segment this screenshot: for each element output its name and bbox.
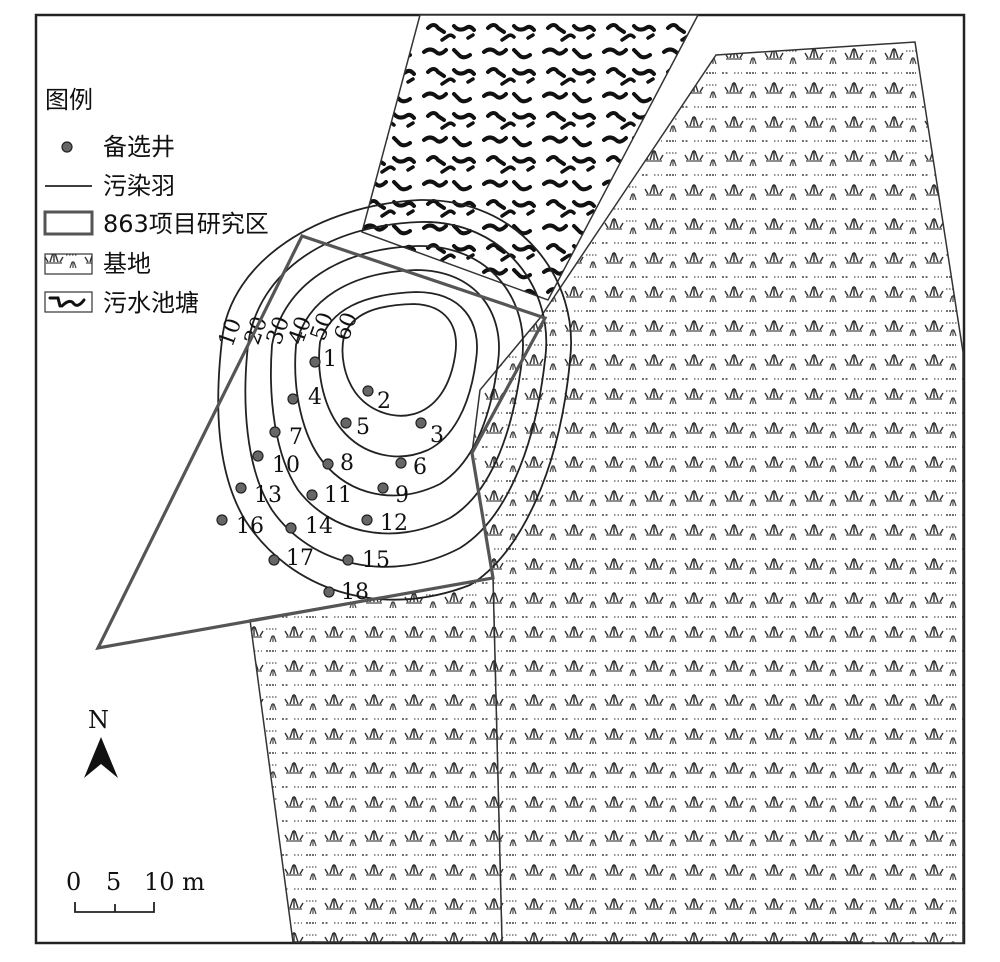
legend-label-well: 备选井 bbox=[103, 133, 175, 161]
well-13[interactable]: 13 bbox=[235, 482, 282, 508]
pond-area bbox=[361, 14, 700, 301]
contour-50 bbox=[318, 291, 478, 458]
well-12[interactable]: 12 bbox=[361, 511, 408, 536]
well-6[interactable]: 6 bbox=[395, 455, 427, 480]
well-9[interactable]: 9 bbox=[377, 482, 409, 508]
svg-text:6: 6 bbox=[413, 455, 427, 480]
contour-10 bbox=[217, 199, 572, 601]
svg-text:11: 11 bbox=[324, 483, 352, 508]
svg-text:4: 4 bbox=[308, 385, 322, 410]
north-label: N bbox=[88, 706, 109, 734]
well-3[interactable]: 3 bbox=[415, 417, 444, 448]
well-layer: 1 2 3 4 5 6 7 8 9 10 11 12 13 14 15 16 1… bbox=[216, 347, 444, 605]
svg-text:8: 8 bbox=[340, 451, 354, 476]
study-area-boundary bbox=[95, 234, 548, 651]
north-arrow-icon bbox=[84, 737, 118, 778]
scale-tick-5: 5 bbox=[106, 868, 121, 896]
svg-text:2: 2 bbox=[377, 389, 391, 414]
svg-text:17: 17 bbox=[286, 546, 314, 571]
svg-text:18: 18 bbox=[341, 580, 369, 605]
svg-text:9: 9 bbox=[395, 483, 409, 508]
plume-contours bbox=[217, 199, 572, 601]
well-18[interactable]: 18 bbox=[323, 580, 369, 605]
svg-text:12: 12 bbox=[380, 511, 408, 536]
legend-label-study-area: 863项目研究区 bbox=[103, 210, 269, 238]
north-arrow: N bbox=[84, 706, 118, 778]
well-2[interactable]: 2 bbox=[362, 385, 391, 414]
well-16[interactable]: 16 bbox=[216, 514, 264, 539]
well-11[interactable]: 11 bbox=[306, 483, 352, 508]
legend: 图例 备选井 污染羽 863项目研究区 基地 污水池塘 bbox=[43, 86, 269, 317]
legend-label-plume: 污染羽 bbox=[103, 172, 175, 200]
legend-label-pond: 污水池塘 bbox=[103, 289, 199, 317]
contour-30 bbox=[270, 245, 524, 535]
base-pattern-icon bbox=[44, 253, 93, 275]
scale-bar-line bbox=[74, 902, 155, 913]
legend-title: 图例 bbox=[45, 86, 93, 114]
base-area-east bbox=[471, 41, 964, 944]
well-1[interactable]: 1 bbox=[309, 347, 337, 372]
contour-60 bbox=[341, 303, 457, 417]
well-dot-icon bbox=[61, 141, 73, 153]
well-10[interactable]: 10 bbox=[252, 450, 300, 478]
well-7[interactable]: 7 bbox=[269, 425, 303, 450]
well-4[interactable]: 4 bbox=[287, 385, 322, 410]
scale-bar: 0 5 10 m bbox=[66, 868, 205, 913]
pond-pattern-icon bbox=[44, 291, 93, 313]
well-14[interactable]: 14 bbox=[285, 514, 333, 539]
svg-text:15: 15 bbox=[362, 548, 390, 573]
svg-text:1: 1 bbox=[323, 347, 337, 372]
svg-text:3: 3 bbox=[430, 423, 444, 448]
well-5[interactable]: 5 bbox=[340, 415, 370, 440]
legend-label-base: 基地 bbox=[103, 250, 151, 278]
study-area-box-icon bbox=[43, 210, 94, 236]
svg-text:14: 14 bbox=[305, 514, 333, 539]
svg-text:16: 16 bbox=[236, 514, 264, 539]
base-area-south bbox=[249, 577, 503, 943]
well-17[interactable]: 17 bbox=[268, 546, 314, 571]
well-15[interactable]: 15 bbox=[342, 548, 390, 573]
well-8[interactable]: 8 bbox=[322, 451, 354, 476]
scale-tick-10m: 10 m bbox=[144, 868, 205, 896]
scale-tick-0: 0 bbox=[66, 868, 81, 896]
contour-40 bbox=[294, 269, 500, 497]
svg-text:13: 13 bbox=[254, 483, 282, 508]
svg-text:10: 10 bbox=[272, 453, 300, 478]
contour-20 bbox=[244, 221, 548, 568]
svg-text:7: 7 bbox=[289, 425, 303, 450]
svg-text:5: 5 bbox=[356, 415, 370, 440]
